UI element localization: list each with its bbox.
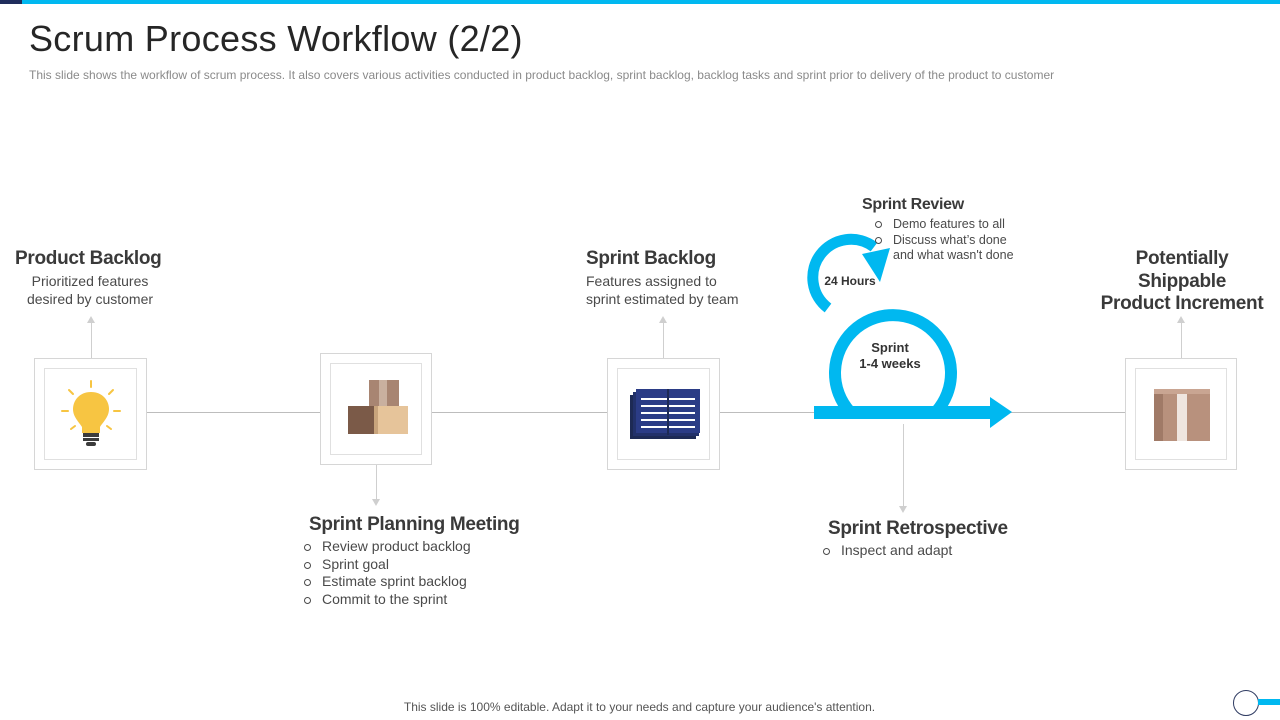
sprint-backlog-icon-box: [607, 358, 720, 470]
daily-loop-arrow: [807, 233, 878, 313]
sprint-planning-bullet: Commit to the sprint: [303, 591, 471, 609]
slide-subtitle: This slide shows the workflow of scrum p…: [29, 68, 1055, 82]
product-backlog-arrow-head: [87, 316, 95, 323]
sprint-review-bullet-continuation: and what wasn't done: [893, 248, 1014, 262]
sprint-planning-bullet: Review product backlog: [303, 538, 471, 556]
sprint-loop-label: Sprint 1-4 weeks: [850, 340, 930, 372]
slide-footer: This slide is 100% editable. Adapt it to…: [403, 700, 876, 714]
sprint-backlog-desc-line2: sprint estimated by team: [586, 291, 739, 307]
package-icon: [1154, 389, 1210, 441]
corner-bar-decoration: [1258, 699, 1280, 705]
flow-line-2: [432, 412, 607, 413]
increment-connector: [1181, 322, 1182, 358]
sprint-flow-arrow-head: [990, 397, 1012, 428]
increment-arrow-head: [1177, 316, 1185, 323]
product-backlog-desc-line1: Prioritized features: [31, 273, 149, 289]
sprint-retrospective-arrow-head: [899, 506, 907, 513]
corner-circle-decoration: [1233, 690, 1259, 716]
sprint-cycle-graphic: [807, 233, 1012, 428]
sprint-backlog-arrow-head: [659, 316, 667, 323]
product-backlog-heading: Product Backlog: [15, 248, 162, 269]
increment-heading-line3: Product Increment: [1100, 293, 1264, 314]
top-accent-bar: [0, 0, 1280, 4]
sprint-loop-label-line1: Sprint: [871, 340, 909, 355]
book-icon: [630, 389, 700, 439]
sprint-backlog-desc: Features assigned to sprint estimated by…: [586, 272, 739, 308]
sprint-retrospective-bullet: Inspect and adapt: [822, 542, 952, 560]
daily-loop-label: 24 Hours: [824, 274, 876, 288]
sprint-planning-heading: Sprint Planning Meeting: [309, 514, 520, 535]
sprint-review-bullet: Demo features to all: [874, 216, 1007, 232]
flow-line-1: [147, 412, 320, 413]
sprint-planning-bullet: Sprint goal: [303, 556, 471, 574]
sprint-backlog-connector: [663, 322, 664, 358]
daily-loop-arrow-head: [862, 248, 890, 282]
sprint-backlog-heading: Sprint Backlog: [586, 248, 716, 269]
sprint-planning-arrow-head: [372, 499, 380, 506]
sprint-flow-arrow-shaft: [814, 406, 994, 419]
lightbulb-icon: [61, 380, 121, 446]
flow-line-3: [720, 412, 816, 413]
sprint-retrospective-bullets: Inspect and adapt: [822, 542, 952, 560]
product-backlog-desc: Prioritized features desired by customer: [15, 272, 165, 308]
sprint-retrospective-connector: [903, 424, 904, 506]
slide-title: Scrum Process Workflow (2/2): [29, 18, 523, 59]
product-backlog-icon-box: [34, 358, 147, 470]
increment-icon-box: [1125, 358, 1237, 470]
sprint-loop-label-line2: 1-4 weeks: [859, 356, 921, 371]
sprint-review-bullets: Demo features to all Discuss what’s done: [874, 216, 1007, 248]
sprint-planning-icon-box: [320, 353, 432, 465]
boxes-icon: [348, 380, 408, 434]
increment-heading-line1: Potentially: [1135, 248, 1229, 269]
sprint-planning-bullets: Review product backlog Sprint goal Estim…: [303, 538, 471, 609]
sprint-planning-bullet: Estimate sprint backlog: [303, 573, 471, 591]
sprint-planning-connector: [376, 465, 377, 499]
sprint-review-heading: Sprint Review: [862, 196, 964, 213]
product-backlog-connector: [91, 322, 92, 358]
sprint-loop-circle: [829, 309, 957, 417]
product-backlog-desc-line2: desired by customer: [26, 291, 154, 307]
sprint-retrospective-heading: Sprint Retrospective: [828, 518, 1008, 539]
sprint-review-bullet: Discuss what’s done: [874, 232, 1007, 248]
sprint-backlog-desc-line1: Features assigned to: [586, 273, 717, 289]
top-accent-corner: [0, 0, 22, 4]
increment-heading-line2: Shippable: [1137, 270, 1227, 292]
flow-line-4: [1010, 412, 1125, 413]
increment-heading: Potentially Shippable Product Increment: [1092, 248, 1272, 316]
